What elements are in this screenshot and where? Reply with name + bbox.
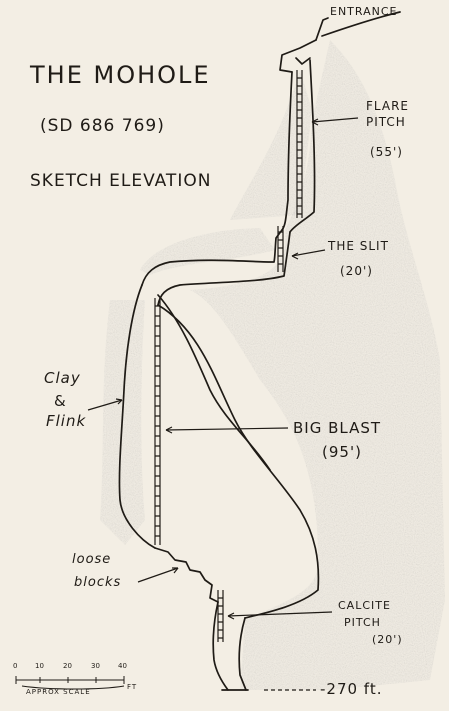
entrance-surface-left [315, 17, 329, 41]
total-depth-label: -270 ft. [320, 680, 383, 698]
calcite-pitch-depth: (20') [372, 633, 403, 646]
slit-arrow [291, 249, 326, 257]
calcite-wall-right [238, 617, 247, 691]
loose-blocks-arrow [137, 567, 179, 583]
scale-tick-30: 30 [91, 662, 100, 670]
entrance-label: ENTRANCE [330, 5, 398, 18]
page-title: THE MOHOLE [30, 61, 211, 89]
scale-tick-40: 40 [118, 662, 127, 670]
big-blast-depth: (95') [322, 443, 362, 461]
big-blast-arrow [165, 427, 289, 431]
entrance-head-right [295, 57, 311, 65]
calcite-pitch-label: CALCITE [338, 599, 391, 612]
big-blast-ladder [154, 298, 161, 545]
flare-pitch-depth: (55') [370, 145, 403, 159]
clay-arrow [87, 399, 123, 411]
page-subtitle: SKETCH ELEVATION [30, 171, 212, 191]
calcite-arrow [227, 611, 333, 617]
loose-blocks-edge [154, 547, 219, 603]
big-blast-left-wall [118, 284, 156, 549]
loose-blocks-label-2: blocks [74, 575, 122, 590]
scale-tick-20: 20 [63, 662, 72, 670]
passage-outline [118, 11, 401, 691]
calcite-wall-left [212, 601, 229, 691]
leader-lines [87, 117, 359, 691]
big-blast-label: BIG BLAST [293, 419, 382, 437]
flink-label: Flink [46, 412, 87, 430]
slit-ladder [277, 226, 284, 272]
ladders [154, 70, 303, 642]
big-blast-ledge [157, 294, 271, 471]
calcite-pitch-ladder [217, 590, 224, 642]
scale-unit: FT [127, 683, 138, 691]
flare-pitch-label: FLARE [366, 99, 409, 113]
grid-reference: (SD 686 769) [40, 116, 165, 136]
scale-tick-10: 10 [35, 662, 44, 670]
entrance-surface-right [321, 11, 401, 37]
rock-shading [100, 40, 445, 690]
entrance-head-left [279, 39, 317, 73]
clay-ampersand: & [54, 392, 67, 410]
the-slit-depth: (20') [340, 264, 373, 278]
flare-wall-left [281, 71, 293, 231]
slit-lower-wall [157, 231, 291, 306]
scale-label: APPROX SCALE [26, 688, 91, 696]
the-slit-label: THE SLIT [328, 239, 389, 253]
scale-tick-0: 0 [13, 662, 18, 670]
calcite-pitch-label-2: PITCH [344, 616, 381, 629]
scale-bar [15, 676, 125, 690]
flare-wall-right [289, 59, 316, 233]
clay-label: Clay [44, 369, 81, 387]
slit-upper-wall [141, 229, 283, 286]
big-blast-right-wall [157, 304, 320, 619]
flare-pitch-label-2: PITCH [366, 115, 406, 129]
flare-arrow [311, 117, 359, 123]
flare-pitch-ladder [296, 70, 303, 218]
loose-blocks-label: loose [72, 552, 112, 567]
